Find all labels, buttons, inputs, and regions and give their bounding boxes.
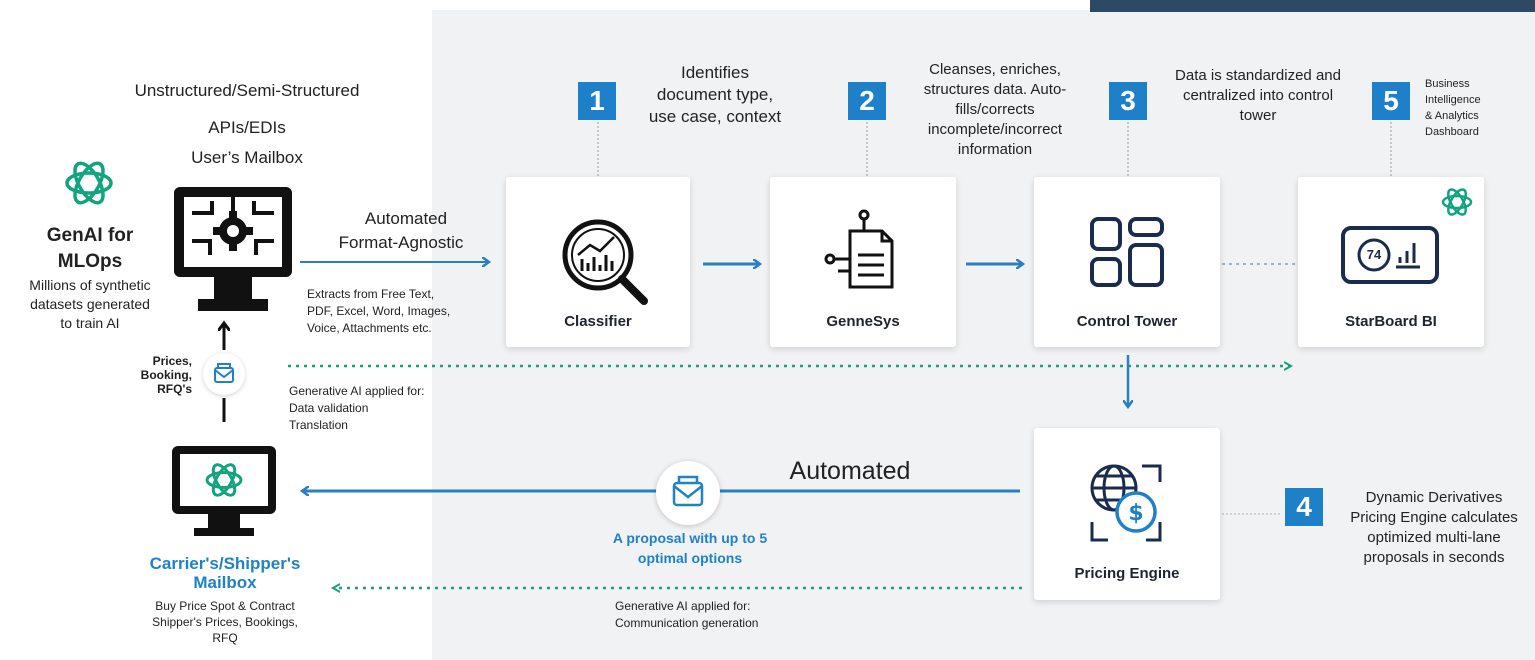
genai-title-line1: GenAI for: [46, 225, 134, 246]
extracts-line2: PDF, Excel, Word, Images,: [307, 304, 451, 318]
step2-text-line5: information: [957, 141, 1033, 158]
prices-line1: Prices,: [152, 354, 192, 368]
step3-text: Data is standardized and centralized int…: [1160, 66, 1356, 126]
genai-desc-line2: datasets generated: [30, 296, 150, 312]
globe-dollar-icon: $: [1086, 460, 1168, 546]
extracts-line3: Voice, Attachments etc.: [307, 321, 432, 335]
automated-input-line1: Automated: [364, 209, 448, 228]
step2-text-line2: structures data. Auto-: [923, 81, 1067, 98]
step4-text-line2: Pricing Engine calculates: [1350, 509, 1518, 526]
proposal-line1: A proposal with up to 5: [612, 530, 768, 546]
step4-text-line1: Dynamic Derivatives: [1365, 489, 1503, 506]
step5-text-line3: & Analytics: [1425, 110, 1479, 122]
magnifier-chart-icon: [558, 213, 658, 309]
corner-decoration: [1090, 0, 1535, 12]
step5-text-line4: Dashboard: [1425, 126, 1479, 138]
genai-title-line2: MLOps: [57, 251, 123, 272]
gennesys-card: GenneSys: [770, 177, 956, 347]
gennesys-label: GenneSys: [826, 313, 900, 330]
genai-desc-line3: to train AI: [60, 315, 120, 331]
step1-text: Identifies document type, use case, cont…: [630, 62, 800, 128]
step4-text-line3: optimized multi-lane: [1367, 529, 1501, 546]
genai-applied1-line2: Data validation: [289, 401, 369, 415]
step4-text: Dynamic Derivatives Pricing Engine calcu…: [1336, 488, 1532, 568]
genai-applied2-line2: Communication generation: [615, 616, 759, 630]
step2-text-line4: incomplete/incorrect: [927, 121, 1063, 138]
source-unstructured: Unstructured/Semi-Structured: [134, 81, 360, 100]
control-tower-card: Control Tower: [1034, 177, 1220, 347]
openai-logo-icon: [58, 152, 120, 214]
carrier-desc-line3: RFQ: [212, 631, 238, 645]
step5-text-line2: Intelligence: [1425, 94, 1481, 106]
control-tower-label: Control Tower: [1076, 313, 1178, 330]
carrier-title-line2: Mailbox: [193, 573, 257, 592]
automated-return-label: Automated: [789, 457, 911, 485]
step2-text: Cleanses, enriches, structures data. Aut…: [892, 60, 1098, 160]
step3-badge: 3: [1109, 82, 1147, 120]
source-apis: APIs/EDIs: [208, 118, 286, 137]
step3-text-line3: tower: [1239, 107, 1277, 124]
step4-text-line4: proposals in seconds: [1363, 549, 1505, 566]
document-network-icon: [820, 207, 906, 291]
pricing-engine-card: $ Pricing Engine: [1034, 428, 1220, 600]
genai-applied2-line1: Generative AI applied for:: [615, 599, 751, 613]
automated-input-line2: Format-Agnostic: [338, 233, 464, 252]
openai-badge-icon: [1438, 183, 1476, 221]
source-mailbox: User’s Mailbox: [191, 148, 303, 167]
computer-chip-gear-icon: [170, 183, 296, 315]
step5-text: Business Intelligence & Analytics Dashbo…: [1425, 76, 1525, 140]
carrier-title-line1: Carrier's/Shipper's: [149, 554, 301, 573]
step3-text-line1: Data is standardized and: [1175, 67, 1341, 84]
carrier-desc-line1: Buy Price Spot & Contract: [155, 599, 295, 613]
step1-text-line2: document type,: [656, 85, 774, 104]
svg-text:$: $: [1128, 501, 1143, 526]
extracts-line1: Extracts from Free Text,: [307, 287, 435, 301]
genai-desc-line1: Millions of synthetic: [29, 277, 151, 293]
starboard-label: StarBoard BI: [1345, 313, 1437, 330]
prices-line3: RFQ's: [157, 382, 192, 396]
genai-applied1-line3: Translation: [289, 418, 348, 432]
step2-badge: 2: [848, 82, 886, 120]
step1-text-line1: Identifies: [680, 63, 750, 82]
proposal-line2: optimal options: [637, 550, 743, 566]
classifier-card: Classifier: [506, 177, 690, 347]
starboard-card: 74 StarBoard BI: [1298, 177, 1484, 347]
monitor-openai-icon: [168, 442, 280, 542]
grid-layout-icon: [1086, 215, 1168, 291]
step3-text-line2: centralized into control: [1182, 87, 1334, 104]
genai-applied1-line1: Generative AI applied for:: [289, 384, 425, 398]
step2-text-line3: fills/corrects: [955, 101, 1035, 118]
step5-badge: 5: [1372, 82, 1410, 120]
prices-label: Prices, Booking, RFQ's: [120, 354, 192, 396]
prices-line2: Booking,: [140, 368, 192, 382]
step1-text-line3: use case, context: [648, 107, 782, 126]
step1-badge: 1: [578, 82, 616, 120]
envelope-icon: [203, 353, 245, 395]
classifier-label: Classifier: [564, 313, 632, 330]
carrier-desc-line2: Shipper's Prices, Bookings,: [152, 615, 298, 629]
dashboard-gauge-icon: 74: [1340, 225, 1440, 289]
starboard-gauge-value: 74: [1366, 247, 1382, 262]
proposal-envelope-icon: [656, 461, 720, 525]
step5-text-line1: Business: [1425, 78, 1470, 90]
pricing-engine-label: Pricing Engine: [1074, 565, 1180, 582]
step2-text-line1: Cleanses, enriches,: [929, 61, 1061, 78]
step4-badge: 4: [1285, 488, 1323, 526]
